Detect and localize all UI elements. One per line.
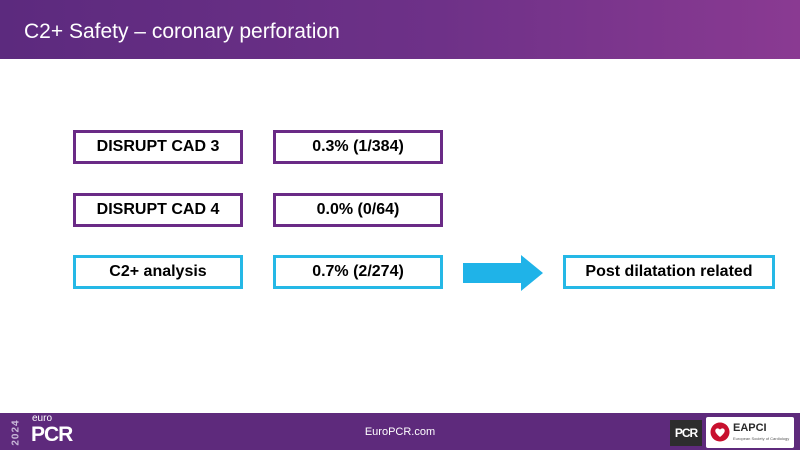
rate-value-disrupt-cad-4: 0.0% (0/64) (273, 193, 443, 227)
outcome-label: Post dilatation related (563, 255, 775, 289)
slide-footer: EuroPCR.com (0, 413, 800, 450)
rate-value-c2-analysis: 0.7% (2/274) (273, 255, 443, 289)
footer-url: EuroPCR.com (364, 426, 436, 438)
heart-icon (710, 422, 730, 442)
pcr-badge-logo: PCR (670, 420, 702, 446)
europcr-logo-year: 2024 (10, 418, 22, 446)
slide-header: C2+ Safety – coronary perforation (0, 0, 800, 59)
slide-title: C2+ Safety – coronary perforation (24, 20, 340, 43)
study-label-c2-analysis: C2+ analysis (73, 255, 243, 289)
europcr-logo-euro: euro (32, 413, 53, 424)
study-label-disrupt-cad-4: DISRUPT CAD 4 (73, 193, 243, 227)
rate-value-disrupt-cad-3: 0.3% (1/384) (273, 130, 443, 164)
europcr-logo: PCR (31, 423, 73, 446)
study-label-disrupt-cad-3: DISRUPT CAD 3 (73, 130, 243, 164)
eapci-name: EAPCI (733, 422, 767, 434)
eapci-logo: EAPCI European Society of Cardiology (706, 417, 794, 448)
eapci-subtitle: European Society of Cardiology (733, 436, 790, 441)
right-arrow-icon (463, 255, 543, 291)
